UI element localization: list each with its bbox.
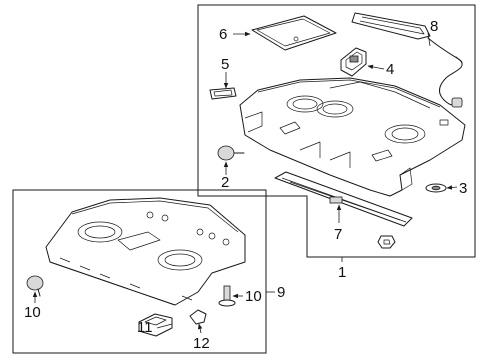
callout-7: 7 — [334, 226, 343, 243]
part-11-clip — [138, 313, 173, 337]
part-3-grommet — [425, 183, 447, 193]
lower-assembly-frame — [12, 189, 267, 354]
callout-9: 9 — [277, 284, 286, 301]
part-8-brake-lamp — [351, 12, 463, 108]
callout-5: 5 — [221, 56, 230, 73]
leader-lines — [32, 31, 458, 334]
callout-11: 11 — [137, 319, 153, 336]
callout-10a: 10 — [24, 304, 41, 321]
part-10a-pin — [26, 275, 44, 297]
part-4-bracket — [340, 47, 367, 77]
callout-8: 8 — [430, 18, 439, 35]
callout-3: 3 — [459, 180, 468, 197]
callout-2: 2 — [221, 174, 230, 191]
callout-6: 6 — [219, 26, 228, 43]
callout-1: 1 — [338, 264, 347, 281]
upper-package-tray — [239, 77, 466, 197]
part-5-clip — [209, 87, 237, 100]
fastener-nut — [377, 235, 396, 249]
callout-10b: 10 — [245, 288, 262, 305]
upper-assembly-frame — [197, 4, 476, 258]
part-6-cover — [251, 15, 337, 51]
part-10b-pin — [218, 285, 236, 307]
callout-4: 4 — [386, 61, 395, 78]
part-12-plug — [189, 309, 207, 325]
part-2-pin — [217, 145, 245, 161]
part-7-sunshade — [274, 171, 413, 227]
callout-12: 12 — [193, 335, 210, 352]
lower-package-tray — [45, 197, 246, 306]
